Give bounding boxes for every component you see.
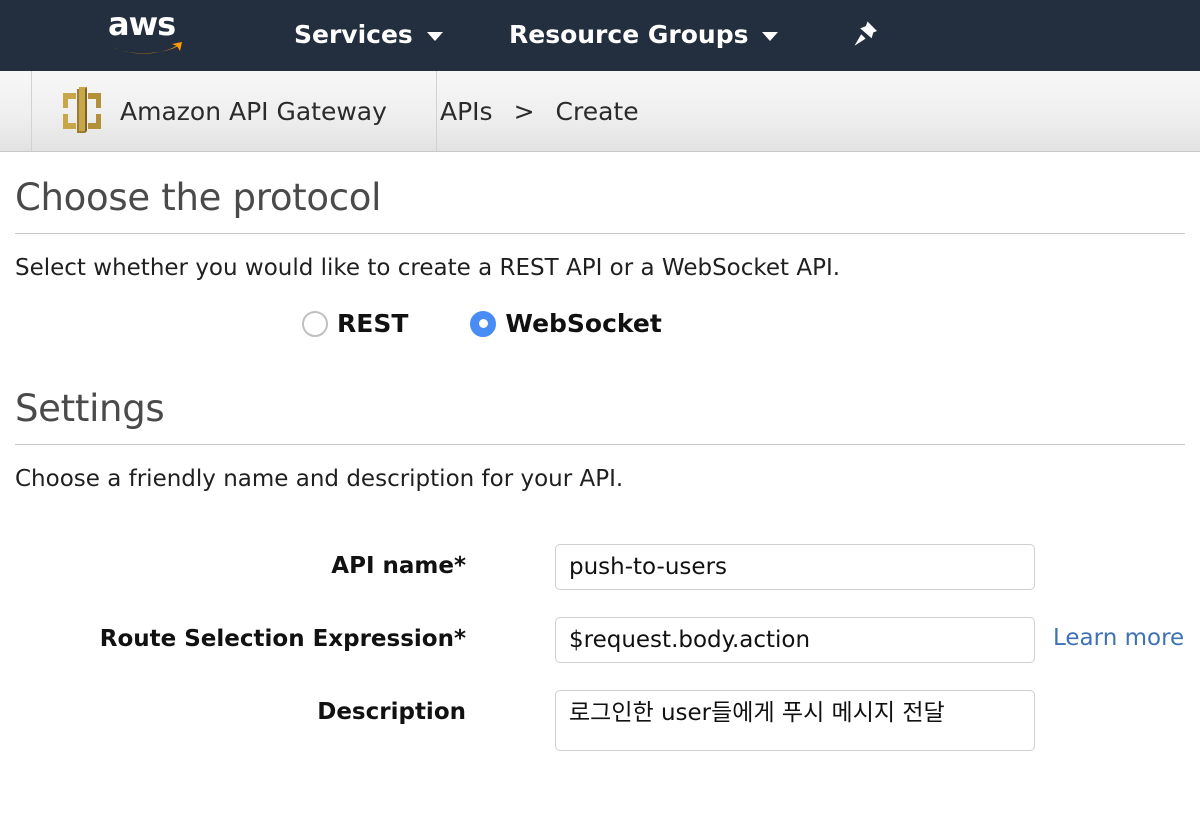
settings-section: Settings Choose a friendly name and desc… bbox=[0, 338, 1200, 756]
protocol-section-title: Choose the protocol bbox=[15, 176, 382, 219]
route-selection-expression-field-wrap bbox=[555, 617, 1035, 663]
radio-websocket-dot bbox=[478, 319, 488, 328]
learn-more-link[interactable]: Learn more bbox=[1053, 625, 1185, 651]
protocol-section-description: Select whether you would like to create … bbox=[15, 255, 841, 281]
breadcrumb-item-apis[interactable]: APIs bbox=[440, 96, 493, 126]
breadcrumb-trail: APIs > Create bbox=[440, 71, 639, 151]
nav-item-services[interactable]: Services bbox=[294, 20, 443, 49]
api-name-label: API name* bbox=[331, 553, 466, 579]
radio-websocket-icon[interactable] bbox=[470, 310, 497, 337]
aws-logo[interactable]: aws bbox=[108, 5, 200, 61]
radio-option-websocket-label: WebSocket bbox=[505, 309, 662, 338]
api-name-input[interactable] bbox=[555, 544, 1035, 590]
description-field-wrap bbox=[555, 690, 1035, 756]
breadcrumb-service-home[interactable]: Amazon API Gateway bbox=[31, 71, 437, 151]
radio-option-rest-label: REST bbox=[337, 309, 409, 338]
settings-section-divider bbox=[15, 444, 1185, 445]
radio-option-websocket[interactable]: WebSocket bbox=[470, 309, 662, 338]
breadcrumb-separator: > bbox=[513, 96, 535, 126]
radio-rest-icon[interactable] bbox=[302, 310, 328, 337]
description-label: Description bbox=[317, 699, 466, 725]
settings-section-description: Choose a friendly name and description f… bbox=[15, 466, 624, 492]
aws-wordmark-text: aws bbox=[108, 5, 176, 43]
protocol-radio-group: REST WebSocket bbox=[0, 281, 1200, 338]
aws-top-navigation: aws Services Resource Groups bbox=[0, 0, 1200, 71]
form-row-route-selection-expression: Route Selection Expression* Learn more bbox=[0, 617, 1200, 663]
route-selection-expression-label: Route Selection Expression* bbox=[99, 626, 466, 652]
main-content: Choose the protocol Select whether you w… bbox=[0, 152, 1200, 783]
route-selection-expression-input[interactable] bbox=[555, 617, 1035, 663]
description-textarea[interactable] bbox=[555, 690, 1035, 751]
form-row-api-name: API name* bbox=[0, 544, 1200, 590]
chevron-down-icon bbox=[762, 32, 779, 41]
breadcrumb-bar: Amazon API Gateway APIs > Create bbox=[0, 71, 1200, 152]
form-row-description: Description bbox=[0, 690, 1200, 756]
radio-option-rest[interactable]: REST bbox=[302, 309, 408, 338]
aws-smile-icon bbox=[112, 42, 182, 54]
breadcrumb-service-label: Amazon API Gateway bbox=[120, 96, 387, 126]
settings-section-title: Settings bbox=[15, 387, 165, 430]
nav-item-services-label: Services bbox=[294, 20, 413, 49]
pin-icon[interactable] bbox=[847, 18, 881, 52]
nav-item-resource-groups[interactable]: Resource Groups bbox=[509, 20, 779, 49]
protocol-section-divider bbox=[15, 233, 1185, 234]
settings-form: API name* Route Selection Expression* Le… bbox=[0, 492, 1200, 756]
breadcrumb-item-create[interactable]: Create bbox=[555, 96, 639, 126]
api-gateway-icon bbox=[63, 87, 101, 133]
nav-item-resource-groups-label: Resource Groups bbox=[509, 20, 749, 49]
api-name-field-wrap bbox=[555, 544, 1035, 590]
chevron-down-icon bbox=[426, 32, 443, 41]
